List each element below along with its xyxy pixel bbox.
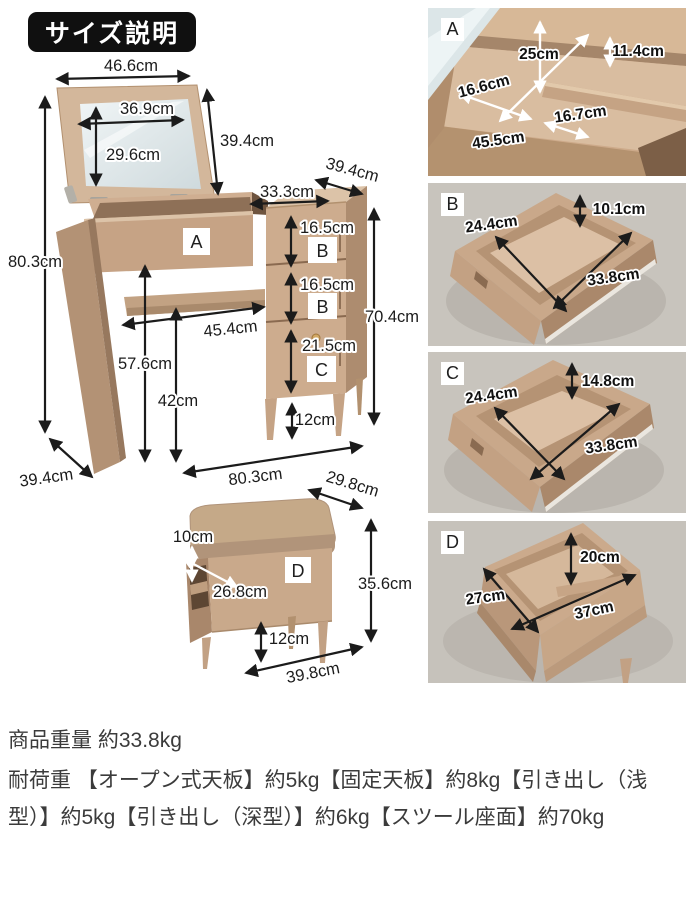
dim-drawer-shallow1: 16.5cm	[300, 219, 354, 237]
photo-d-leg	[620, 658, 632, 683]
dim-knee-height: 42cm	[158, 392, 198, 410]
photo-label-box-c	[441, 362, 464, 385]
drawer-knob-1	[307, 222, 313, 228]
arrow-stool-width	[244, 642, 364, 678]
part-label-box-c	[307, 356, 336, 382]
dim-knee-width: 45.4cm	[203, 317, 259, 341]
dim-drawer-shallow2: 16.5cm	[300, 276, 354, 294]
desk-illustration	[56, 84, 268, 474]
photo-label-box-b	[441, 193, 464, 216]
arrow-c-length	[529, 402, 621, 481]
drawer-knob-2	[307, 279, 313, 285]
part-label-a: A	[190, 232, 202, 252]
load-capacity-text: 耐荷重 【オープン式天板】約5kg【固定天板】約8kg【引き出し（浅型）】約5k…	[8, 769, 648, 829]
dim-mirror-panel-height: 39.4cm	[220, 132, 274, 150]
dim-stool-total-height: 35.6cm	[358, 575, 412, 593]
photo-stool-storage: 20cm 27cm 37cm D	[428, 521, 686, 683]
arrow-mirror-panel-height	[201, 88, 224, 196]
pdim-d-depth: 20cm	[580, 549, 620, 566]
arrow-desk-top-width	[55, 69, 191, 86]
arrow-desk-bottom-width	[182, 441, 364, 478]
dim-drawer-width: 33.3cm	[260, 183, 314, 201]
part-labels: A B B C D	[183, 228, 337, 583]
part-label-b2: B	[316, 297, 328, 317]
size-description-badge: サイズ説明	[28, 12, 196, 52]
photo-deep-drawer: 14.8cm 24.4cm 33.8cm C	[428, 352, 686, 513]
photo-label-d: D	[446, 532, 459, 552]
dim-mirror-width: 36.9cm	[120, 100, 174, 118]
dim-desk-depth: 39.4cm	[18, 465, 74, 490]
part-label-box-b2	[308, 293, 337, 319]
photo-shallow-drawer: 10.1cm 24.4cm 33.8cm B	[428, 183, 686, 346]
desk-top-edge	[84, 211, 253, 223]
dim-drawer-unit-height: 70.4cm	[365, 308, 419, 326]
part-label-b1: B	[316, 241, 328, 261]
part-label-d: D	[292, 561, 305, 581]
dimension-arrows	[38, 69, 381, 678]
arrow-stool-depth	[307, 487, 364, 511]
dim-desk-total-height: 80.3cm	[8, 253, 62, 271]
dim-stool-depth: 29.8cm	[324, 468, 381, 501]
part-label-box-b1	[308, 237, 337, 263]
dim-under-height: 57.6cm	[118, 355, 172, 373]
photo-label-b: B	[446, 194, 458, 214]
arrow-drawer-width	[249, 194, 330, 211]
drawer-unit-side	[346, 186, 367, 393]
dim-stool-cushion-height: 10cm	[173, 528, 213, 546]
photo-label-box-d	[441, 531, 464, 554]
photo-a-corner-shadow	[638, 128, 686, 176]
dim-stool-leg-height: 12cm	[269, 630, 309, 648]
arrow-drawer-depth	[314, 176, 364, 198]
arrow-a-tray-width	[543, 120, 590, 140]
drawer-leg-back-right	[356, 378, 363, 415]
spec-footer: 商品重量 約33.8kg 耐荷重 【オープン式天板】約5kg【固定天板】約8kg…	[8, 722, 682, 836]
part-label-box-a	[183, 228, 210, 255]
pdim-a-tray-height: 11.4cm	[612, 43, 664, 60]
arrow-a-inner-width	[498, 33, 590, 123]
drawer-leg-front-right	[333, 393, 345, 436]
dim-drawer-deep: 21.5cm	[302, 337, 356, 355]
photo-label-box-a	[441, 18, 464, 41]
drawer-leg-front-left	[265, 398, 277, 440]
desk-side-panel	[56, 220, 120, 474]
photo-c-handle-notch	[470, 438, 484, 456]
dim-drawer-depth: 39.4cm	[324, 154, 381, 185]
drawer-knob-3	[311, 333, 321, 343]
arrow-d-length	[510, 573, 637, 631]
stool-bottom-edge	[211, 620, 333, 633]
badge-label: サイズ説明	[44, 20, 180, 48]
photo-label-c: C	[446, 363, 459, 383]
photo-a-lid	[460, 8, 686, 56]
dim-stool-inner-depth: 26.8cm	[213, 583, 267, 601]
arrow-stool-inner-depth	[182, 557, 239, 589]
arrow-b-length	[552, 231, 633, 310]
stool-leg-back	[288, 616, 296, 649]
photo-a-front-rim	[428, 126, 686, 176]
dim-drawer-leg-height: 12cm	[295, 411, 335, 429]
pdim-a-inner-height: 25cm	[519, 46, 559, 63]
part-label-box-d	[285, 557, 311, 583]
desk-side-panel-edge	[88, 218, 126, 462]
dim-desk-bottom-width: 80.3cm	[227, 465, 283, 489]
stool-leg-front-left	[202, 637, 211, 669]
furniture-dimension-diagram: 46.6cm 36.9cm 29.6cm 39.4cm 80.3cm 39.4c…	[6, 55, 421, 689]
photo-b-handle-notch	[474, 271, 488, 289]
photo-open-top-compartment: 25cm 11.4cm 16.6cm 16.7cm 45.5cm A	[428, 8, 686, 176]
photo-label-a: A	[446, 19, 458, 39]
product-weight-text: 商品重量 約33.8kg	[8, 729, 182, 752]
mirror-support-bracket	[64, 185, 78, 204]
arrow-desk-depth	[48, 437, 94, 479]
pdim-b-depth: 10.1cm	[593, 201, 646, 218]
photo-a-mirror-highlight	[428, 8, 490, 86]
part-label-c: C	[315, 360, 328, 380]
dim-mirror-height: 29.6cm	[106, 146, 160, 164]
pdim-c-depth: 14.8cm	[582, 373, 635, 390]
desk-apron	[84, 211, 253, 273]
dim-desk-top-width: 46.6cm	[104, 57, 158, 75]
